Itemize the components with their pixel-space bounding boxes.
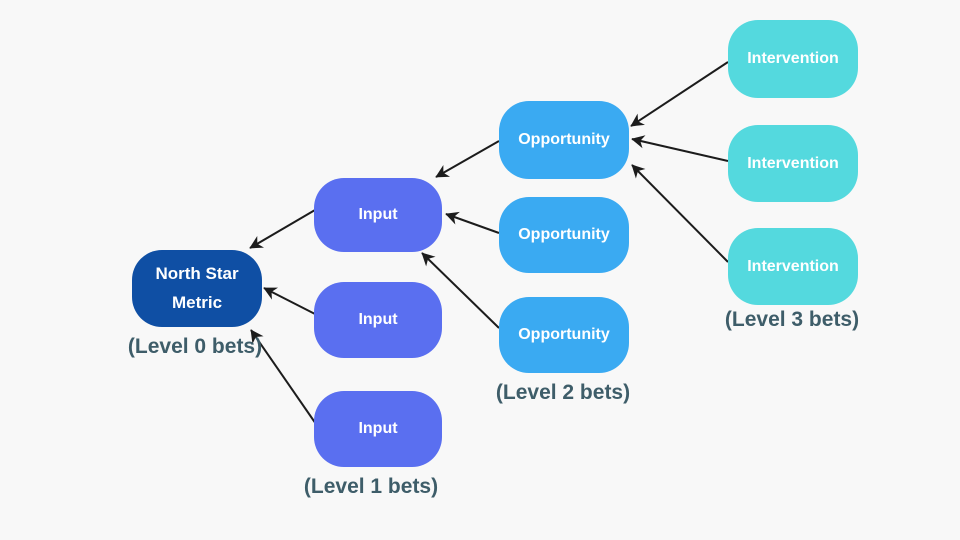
node-north-star-metric: North Star Metric <box>132 250 262 327</box>
node-label: Input <box>358 206 398 224</box>
node-opportunity-1: Opportunity <box>499 101 629 179</box>
node-intervention-3: Intervention <box>728 228 858 305</box>
node-input-2: Input <box>314 282 442 358</box>
node-label: Input <box>358 420 398 438</box>
node-opportunity-3: Opportunity <box>499 297 629 373</box>
arrow-intervention3-to-opportunity1 <box>631 164 729 263</box>
arrow-input3-to-north-star <box>250 329 317 425</box>
node-opportunity-2: Opportunity <box>499 197 629 273</box>
node-label: Intervention <box>747 257 839 275</box>
node-intervention-2: Intervention <box>728 125 858 202</box>
node-input-1: Input <box>314 178 442 252</box>
node-label: Intervention <box>747 154 839 172</box>
node-label: Input <box>358 311 398 329</box>
arrow-intervention1-to-opportunity1 <box>630 61 729 127</box>
arrow-opportunity1-to-input1 <box>435 140 500 178</box>
level-label-0: (Level 0 bets) <box>127 335 263 358</box>
arrow-input2-to-north-star <box>263 287 316 315</box>
node-label: Opportunity <box>518 326 610 344</box>
arrow-input1-to-north-star <box>249 209 316 249</box>
arrow-opportunity2-to-input1 <box>445 211 500 234</box>
node-intervention-1: Intervention <box>728 20 858 98</box>
arrow-opportunity3-to-input1 <box>421 252 500 329</box>
node-label: Opportunity <box>518 131 610 149</box>
node-label: North Star Metric <box>155 263 239 312</box>
node-label: Intervention <box>747 50 839 68</box>
arrow-intervention2-to-opportunity1 <box>631 135 729 162</box>
level-label-3: (Level 3 bets) <box>724 308 860 331</box>
node-label: Opportunity <box>518 226 610 244</box>
level-label-1: (Level 1 bets) <box>303 475 439 498</box>
level-label-2: (Level 2 bets) <box>495 381 631 404</box>
node-input-3: Input <box>314 391 442 467</box>
